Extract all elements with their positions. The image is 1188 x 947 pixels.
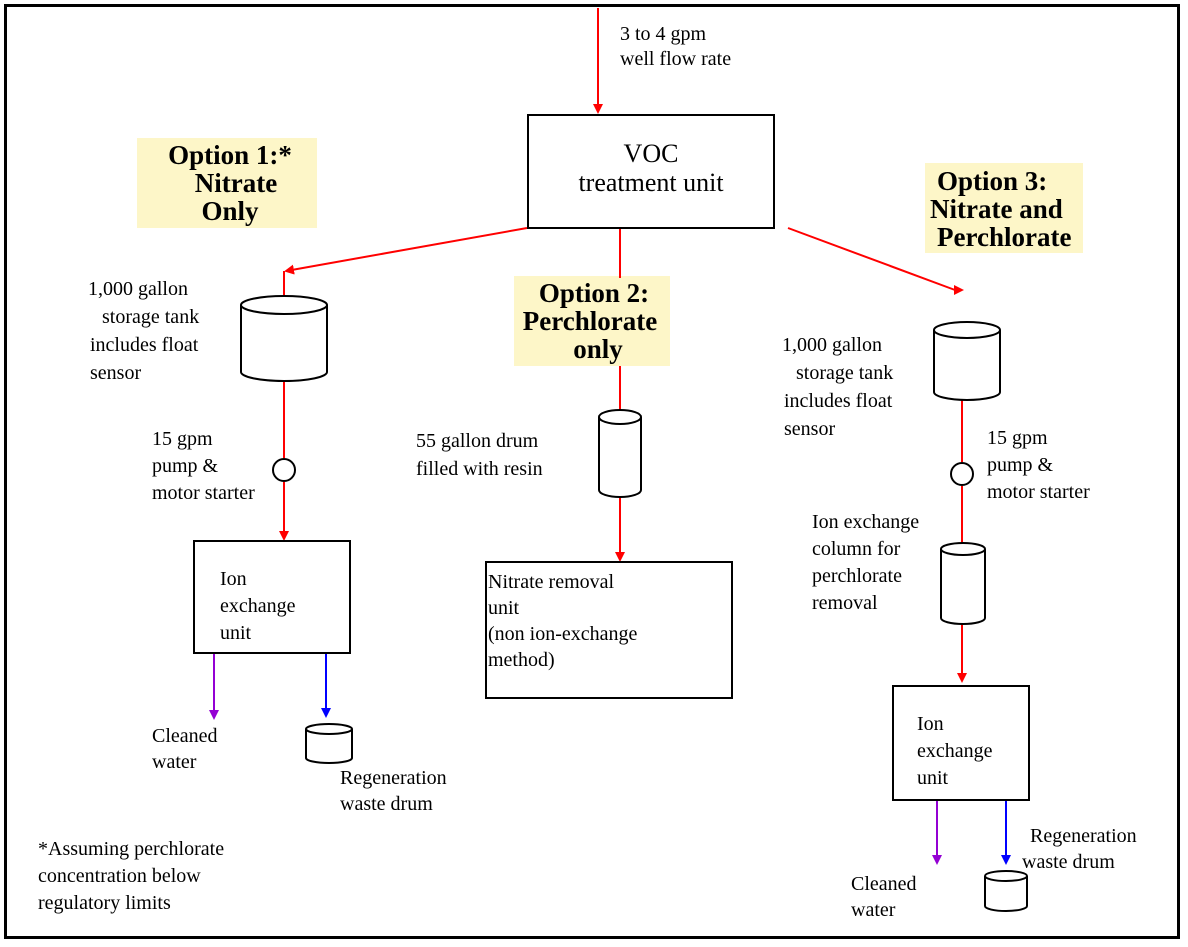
waste-drum-1 (305, 723, 353, 764)
pump-3 (950, 462, 974, 486)
ion-exchange-column (940, 542, 986, 625)
ion-exchange-unit-3 (892, 685, 1030, 801)
pump-1 (272, 458, 296, 482)
flow-to-option3 (787, 227, 956, 291)
resin-drum (598, 409, 642, 498)
nitrate-removal-unit (485, 561, 733, 699)
flow-to-option1 (284, 227, 528, 275)
option3-highlight (925, 163, 1083, 253)
waste-drum-3 (984, 870, 1028, 912)
option2-highlight (514, 276, 670, 366)
storage-tank-3 (933, 321, 1001, 401)
voc-treatment-unit (527, 114, 775, 229)
option1-highlight (137, 138, 317, 228)
ion-exchange-unit-1 (193, 540, 351, 654)
storage-tank-1 (240, 295, 328, 382)
diagram-frame (4, 4, 1180, 939)
